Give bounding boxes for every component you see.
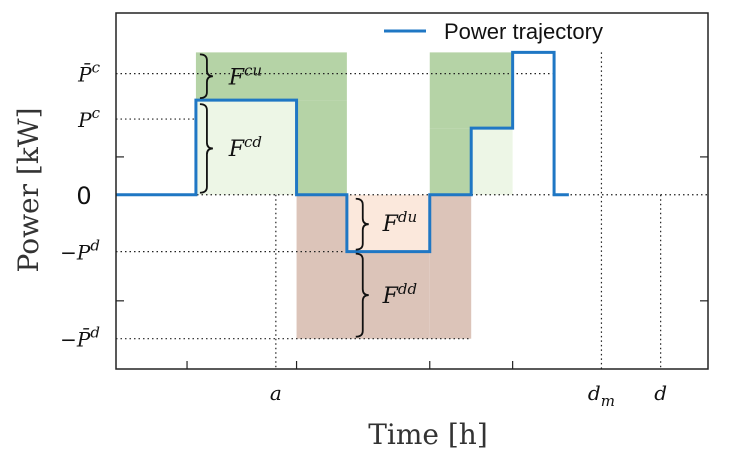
annotation-cd: Fcd xyxy=(228,133,262,162)
shaded-region-f-cd-5 xyxy=(471,128,513,195)
y-tick-label-zero: 0 xyxy=(76,182,91,210)
legend: Power trajectory xyxy=(384,19,603,44)
region-braces xyxy=(199,53,369,338)
shaded-region-f-cu-4 xyxy=(429,128,472,195)
shaded-region-f-cd-2 xyxy=(195,100,297,195)
shaded-region-f-dd-9 xyxy=(429,194,472,339)
x-tick-label-2: d xyxy=(654,381,667,405)
y-tick-label-4: −P̄d xyxy=(60,324,100,352)
annotation-dd: Fdd xyxy=(382,280,417,309)
y-axis-title: Power [kW] xyxy=(12,108,45,273)
guide-lines xyxy=(116,52,708,369)
x-tick-label-0: a xyxy=(270,381,282,405)
y-tick-label-0: P̄c xyxy=(77,59,100,87)
shaded-region-f-cu-1 xyxy=(296,100,347,195)
y-tick-label-1: Pc xyxy=(77,104,100,132)
brace-f-cu xyxy=(199,53,213,100)
x-axis-title: Time [h] xyxy=(368,418,488,451)
legend-label-power-trajectory: Power trajectory xyxy=(444,19,603,44)
shaded-region-f-cu-3 xyxy=(429,52,513,129)
series-lines xyxy=(116,50,569,254)
annotation-cu: Fcu xyxy=(228,62,262,91)
brace-f-du xyxy=(355,197,369,251)
shaded-region-f-cu-0 xyxy=(195,52,347,101)
brace-f-cd xyxy=(199,103,213,194)
shaded-region-f-du-6 xyxy=(346,194,430,252)
annotation-du: Fdu xyxy=(382,208,418,237)
shaded-region-f-dd-8 xyxy=(296,194,347,252)
brace-f-dd xyxy=(355,252,369,338)
plot-border xyxy=(115,12,709,370)
y-tick-label-3: −Pd xyxy=(60,237,100,265)
series-line-0 xyxy=(116,50,569,254)
plot-frame xyxy=(115,12,709,370)
x-tick-label-1: dm xyxy=(588,381,615,410)
